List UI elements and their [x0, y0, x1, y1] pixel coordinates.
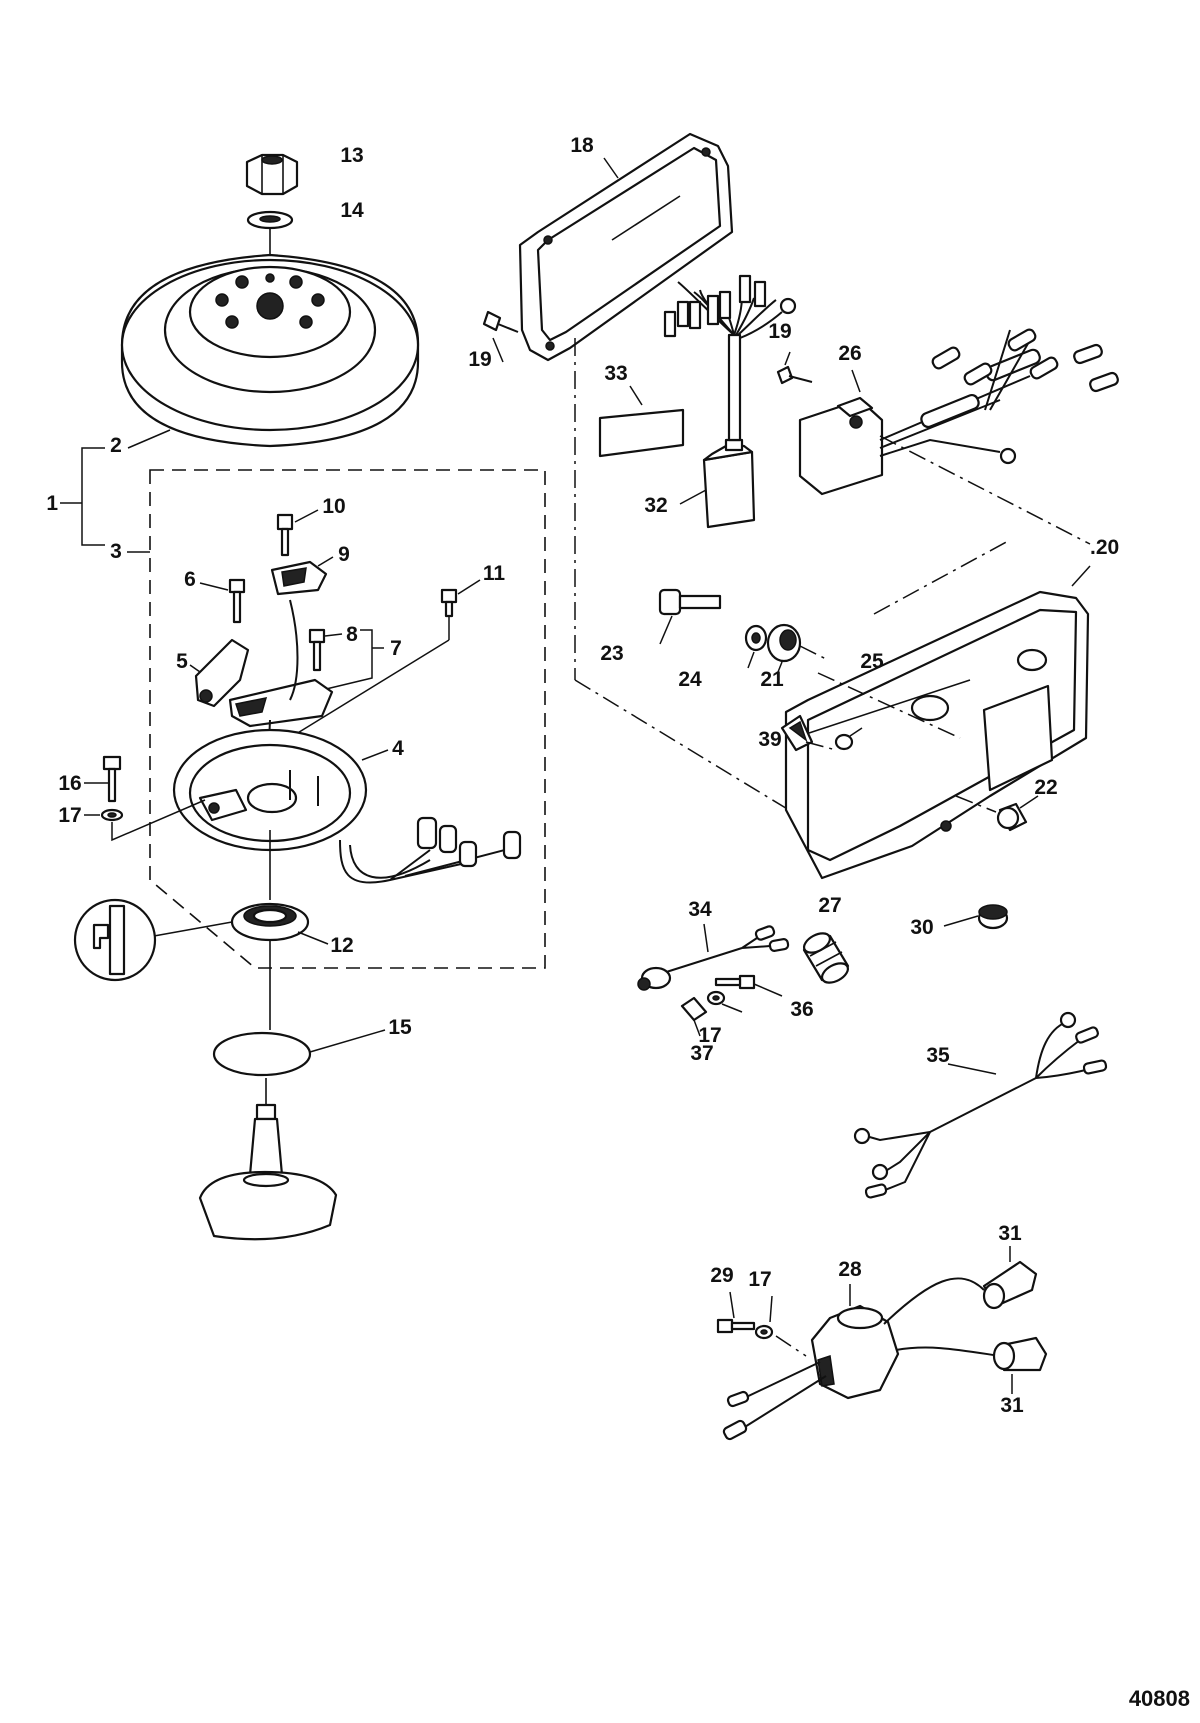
callout-31-bottom: 31 — [1000, 1394, 1024, 1417]
callout-24: 24 — [678, 668, 702, 691]
part-30-plug — [977, 904, 1009, 930]
part-8-screw — [308, 628, 326, 672]
callout-27: 27 — [818, 894, 841, 917]
callout-8: 8 — [346, 623, 358, 646]
callout-29: 29 — [710, 1264, 733, 1287]
callout-12: 12 — [330, 934, 353, 957]
callout-16: 16 — [58, 772, 81, 795]
part-29-screw — [716, 1318, 756, 1334]
part-16-screw — [102, 755, 122, 803]
callout-14: 14 — [340, 199, 364, 222]
part-14-washer — [246, 210, 294, 230]
callout-5: 5 — [176, 650, 188, 673]
callout-6: 6 — [184, 568, 196, 591]
seal-detail-inset — [73, 898, 157, 982]
part-18-cover — [518, 132, 734, 362]
callout-1: 1 — [46, 492, 58, 515]
part-36-screw — [714, 974, 756, 990]
callout-34: 34 — [688, 898, 712, 921]
part-28-ignition-coil — [739, 1277, 1001, 1431]
callout-26: 26 — [838, 342, 861, 365]
part-10-screw — [276, 513, 294, 557]
part-35-harness — [853, 1011, 1108, 1199]
part-20-housing — [784, 590, 1090, 880]
callout-31-top: 31 — [998, 1222, 1022, 1245]
part-19-screw-left — [482, 310, 519, 333]
part-33-label — [598, 408, 685, 458]
part-26-module — [798, 396, 884, 496]
callout-labels: 1 2 3 4 5 6 7 8 9 10 11 12 13 14 15 16 1… — [46, 134, 1190, 1711]
part-17-washer-lower — [754, 1324, 774, 1340]
part-23-bolt — [658, 588, 722, 616]
part-2-flywheel — [120, 253, 420, 448]
callout-22: 22 — [1034, 776, 1057, 799]
callout-32: 32 — [644, 494, 667, 517]
crankshaft-base — [198, 1103, 338, 1241]
callout-35: 35 — [926, 1044, 950, 1067]
part-15-o-ring — [212, 1031, 312, 1077]
callout-11: 11 — [483, 562, 506, 585]
part-27-bushing — [802, 932, 850, 984]
part-9-trigger — [270, 560, 328, 596]
callout-33: 33 — [604, 362, 627, 385]
callout-23: 23 — [600, 642, 623, 665]
callout-18: 18 — [570, 134, 594, 157]
part-37-clip — [680, 996, 708, 1022]
callout-7: 7 — [390, 637, 402, 660]
part-34-sensor — [637, 925, 790, 991]
callout-2: 2 — [110, 434, 122, 457]
callout-37: 37 — [690, 1042, 713, 1065]
callout-19-left: 19 — [468, 348, 491, 371]
callout-36: 36 — [790, 998, 813, 1021]
callout-25: 25 — [860, 650, 884, 673]
callout-30: 30 — [910, 916, 933, 939]
part-25-nut — [834, 733, 854, 751]
part-5-coil — [194, 638, 250, 708]
part-39-clip — [780, 714, 814, 752]
callout-10: 10 — [322, 495, 345, 518]
callout-3: 3 — [110, 540, 122, 563]
callout-17-lower: 17 — [748, 1268, 771, 1291]
part-32-pack — [702, 333, 756, 529]
part-24-washer — [744, 624, 768, 652]
part-6-screw — [228, 578, 246, 624]
callout-13: 13 — [340, 144, 363, 167]
part-17-washer-middle — [706, 990, 726, 1006]
part-17-washer-left — [100, 808, 124, 822]
part-19-screw-right — [776, 365, 813, 385]
part-22-grommet — [996, 802, 1028, 832]
callout-28: 28 — [838, 1258, 862, 1281]
part-11-screw — [440, 588, 458, 618]
part-12-seal — [230, 902, 310, 942]
callout-39: 39 — [758, 728, 781, 751]
stator-coil — [228, 678, 334, 728]
part-31-boot-top — [982, 1260, 1038, 1310]
callout-17-left: 17 — [58, 804, 81, 827]
callout-15: 15 — [388, 1016, 412, 1039]
callout-21: 21 — [760, 668, 784, 691]
part-21-grommet — [766, 623, 802, 663]
callout-17-middle: 17 — [698, 1024, 721, 1047]
callout-9: 9 — [338, 543, 350, 566]
callout-19-right: 19 — [768, 320, 791, 343]
callout-4: 4 — [392, 737, 404, 760]
drawing-number: 40808 — [1129, 1686, 1190, 1711]
part-31-boot-bottom — [992, 1336, 1048, 1372]
callout-20: .20 — [1090, 536, 1119, 559]
part-13-nut — [245, 153, 299, 196]
